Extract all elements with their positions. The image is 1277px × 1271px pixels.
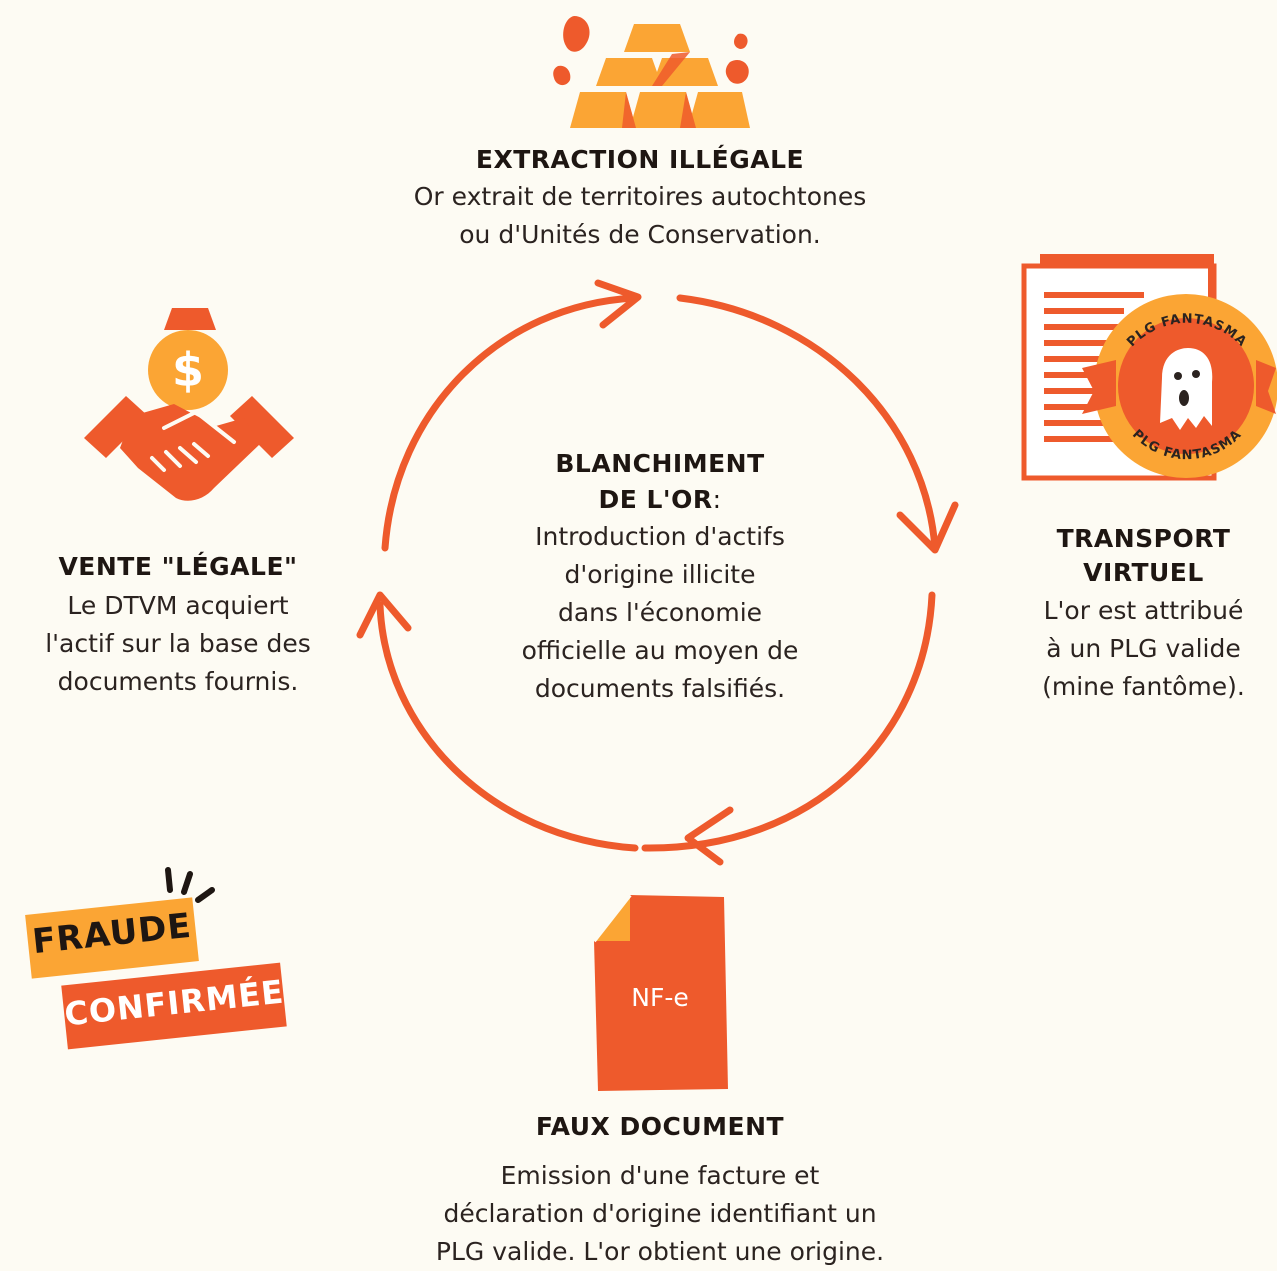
arrow-extraction-to-transport [676, 294, 939, 552]
burst-lines-icon [165, 867, 215, 903]
center-title-suffix: : [712, 485, 722, 514]
extraction-title: EXTRACTION ILLÉGALE [475, 145, 805, 174]
arrowhead-document [684, 806, 734, 866]
document-label: NF-e [631, 983, 689, 1012]
gold-bars-icon [552, 14, 762, 132]
arrowhead-extraction [594, 279, 642, 329]
handshake-money-icon: $ [84, 308, 294, 520]
transport-title: TRANSPORT VIRTUEL [1056, 524, 1231, 587]
document-text: Emission d'une facture et déclaration d'… [435, 1161, 885, 1266]
arrowhead-transport [896, 501, 959, 554]
invoice-document-icon: NF-e [590, 895, 730, 1093]
document-title: FAUX DOCUMENT [535, 1112, 785, 1141]
center-title-line1: BLANCHIMENT [555, 449, 765, 478]
center-title-line2: DE L'OR [598, 485, 713, 514]
fraud-badge: FRAUDE CONFIRMÉE [20, 860, 290, 1060]
transport-text: L'or est attribué à un PLG valide (mine … [1042, 596, 1245, 701]
sale-title: VENTE "LÉGALE" [58, 552, 298, 581]
ghost-document-icon: PLG FANTASMA PLG FANTASMA [1020, 248, 1277, 488]
center-block: BLANCHIMENT DE L'OR: Introduction d'acti… [460, 446, 860, 708]
arrowhead-sale [356, 591, 412, 639]
center-text: Introduction d'actifs d'origine illicite… [521, 522, 799, 703]
svg-text:$: $ [172, 343, 204, 397]
sale-text: Le DTVM acquiert l'actif sur la base des… [45, 591, 311, 696]
arrow-sale-to-extraction [381, 294, 639, 552]
extraction-text: Or extrait de territoires autochtones ou… [413, 182, 867, 249]
arrow-transport-to-document [641, 591, 936, 852]
arrow-document-to-sale [376, 601, 639, 852]
